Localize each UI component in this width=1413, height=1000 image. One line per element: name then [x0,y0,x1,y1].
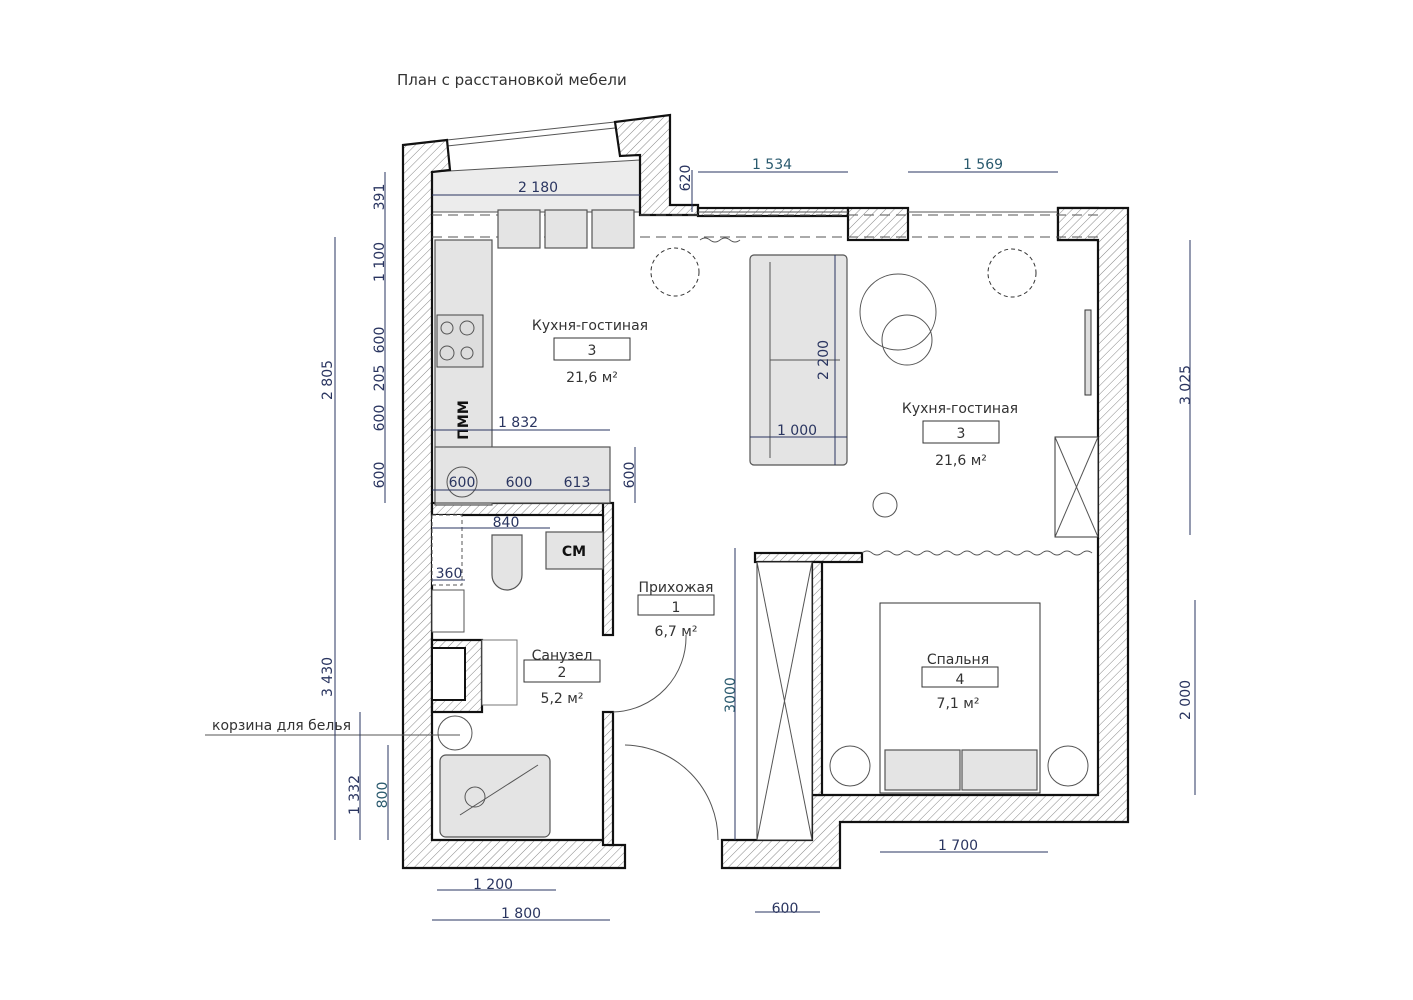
washbasin-icon [481,639,518,706]
room-area: 5,2 м² [541,691,584,707]
dim-1100: 1 100 [372,242,388,282]
bar-stool [544,209,588,249]
hall-wardrobe [612,561,813,841]
room-number: 1 [672,600,681,616]
dim-1569: 1 569 [963,157,1003,173]
living-furniture [650,237,1099,556]
dim-840: 840 [493,515,520,531]
dim-3025: 3 025 [1178,365,1194,405]
room-label-bathroom: Санузел 2 5,2 м² [523,648,601,707]
dim-600: 600 [372,405,388,432]
room-label-kitchen-living: Кухня-гостиная 3 21,6 м² [532,318,648,386]
dim-205: 205 [372,365,388,392]
bathroom-door[interactable] [612,634,687,713]
laundry-basket-label: корзина для белья [212,718,351,734]
plant-icon [650,247,700,297]
room-name: Кухня-гостиная [532,318,648,334]
room-number: 4 [956,672,965,688]
washing-machine [545,531,604,570]
bar-stool [497,209,541,249]
bedroom-furniture [829,602,1089,794]
dim-1200: 1 200 [473,877,513,893]
dim-620: 620 [678,165,694,192]
dim-800: 800 [375,782,391,809]
dim-1534: 1 534 [752,157,792,173]
dishwasher-label: ПММ [456,400,472,440]
dimension-lines [334,170,1196,921]
room-number: 3 [957,426,966,442]
dim-613: 613 [564,475,591,491]
dim-1000: 1 000 [777,423,817,439]
dim-600: 600 [772,901,799,917]
room-number: 3 [588,343,597,359]
dim-2000: 2 000 [1178,680,1194,720]
room-name: Санузел [532,648,593,664]
person-icon [872,492,898,518]
nightstand [1047,745,1089,787]
room-label-kitchen-living-2: Кухня-гостиная 3 21,6 м² [902,401,1018,469]
sink-icon [446,466,478,498]
dim-600: 600 [372,327,388,354]
dim-600: 600 [372,462,388,489]
room-area: 21,6 м² [935,453,987,469]
room-name: Кухня-гостиная [902,401,1018,417]
washer-label: СМ [562,544,586,560]
round-table [859,273,937,351]
room-area: 6,7 м² [655,624,698,640]
dim-600: 600 [622,462,638,489]
dim-2200: 2 200 [816,340,832,380]
room-area: 21,6 м² [566,370,618,386]
nightstand [829,745,871,787]
cooktop-icon [436,314,484,368]
balcony [431,121,641,213]
tv-icon [1084,309,1092,396]
dim-1332: 1 332 [347,775,363,815]
dim-1800: 1 800 [501,906,541,922]
room-area: 7,1 м² [937,696,980,712]
room-number: 2 [558,665,567,681]
dim-600: 600 [506,475,533,491]
toilet-icon [491,534,523,591]
dimension-labels: 391 2 180 620 1 534 1 569 1 100 2 805 60… [320,157,1194,922]
plant-icon [987,248,1037,298]
dim-391: 391 [372,184,388,211]
windows [432,211,1098,238]
room-name: Прихожая [639,580,714,596]
plan-title: План с расстановкой мебели [397,71,627,89]
dim-2805: 2 805 [320,360,336,400]
dim-2180: 2 180 [518,180,558,196]
kitchen-set: ПММ [434,209,635,506]
dim-600: 600 [449,475,476,491]
bathroom-fixtures: СМ [431,514,604,838]
room-label-hallway: Прихожая 1 6,7 м² [637,580,715,640]
dim-3430: 3 430 [320,657,336,697]
room-name: Спальня [927,652,989,668]
laundry-basket-icon [437,715,473,751]
dim-3000: 3000 [723,677,739,713]
room-label-bedroom: Спальня 4 7,1 м² [921,652,999,712]
bar-stool [591,209,635,249]
dim-1832: 1 832 [498,415,538,431]
dim-360: 360 [436,566,463,582]
entrance-door[interactable] [624,744,719,841]
dim-1700: 1 700 [938,838,978,854]
